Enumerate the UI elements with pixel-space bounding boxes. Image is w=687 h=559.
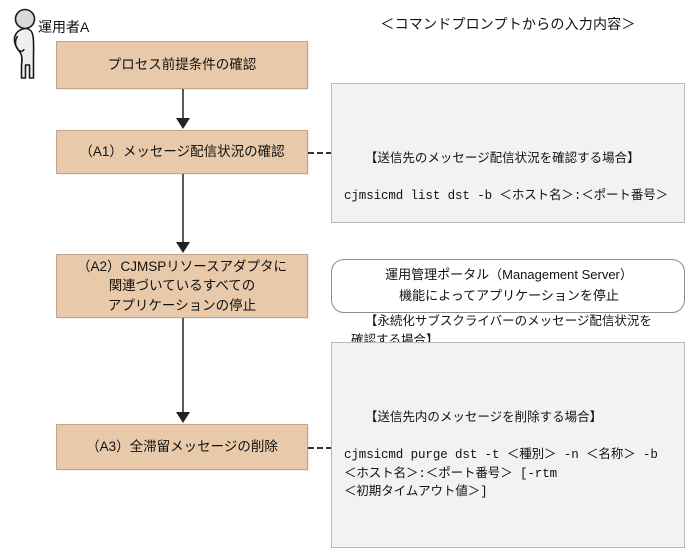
process-box-label: （A2）CJMSPリソースアダプタに 関連づいているすべての アプリケーションの… (76, 258, 288, 313)
note-segment: 【送信先のメッセージ配信状況を確認する場合】 cjmsicmd list dst… (344, 131, 674, 244)
connector-arrow-3 (176, 412, 190, 423)
note-text: 運用管理ポータル（Management Server） 機能によってアプリケーシ… (385, 267, 633, 303)
dashed-connector-a3 (308, 447, 332, 449)
process-box-a3[interactable]: （A3）全滞留メッセージの削除 (56, 424, 308, 470)
process-box-a2[interactable]: （A2）CJMSPリソースアダプタに 関連づいているすべての アプリケーションの… (56, 254, 308, 318)
process-box-label: （A3）全滞留メッセージの削除 (86, 439, 278, 455)
process-box-a1[interactable]: （A1）メッセージ配信状況の確認 (56, 130, 308, 174)
note-box-a2: 運用管理ポータル（Management Server） 機能によってアプリケーシ… (331, 259, 685, 313)
note-heading: 【送信先のメッセージ配信状況を確認する場合】 (364, 151, 640, 166)
note-command: cjmsicmd purge dst -t ＜種別＞ -n ＜名称＞ -b ＜ホ… (344, 447, 658, 500)
actor-label: 運用者A (38, 19, 90, 35)
connector-arrow-1 (176, 118, 190, 129)
note-segment: 【送信先内のメッセージを削除する場合】 cjmsicmd purge dst -… (344, 390, 674, 540)
note-command: cjmsicmd list dst -b ＜ホスト名＞:＜ポート番号＞ (344, 188, 669, 203)
process-box-precondition[interactable]: プロセス前提条件の確認 (56, 41, 308, 89)
process-box-label: プロセス前提条件の確認 (107, 57, 257, 73)
connector-line-3 (182, 318, 184, 413)
note-heading: 【送信先内のメッセージを削除する場合】 (364, 410, 603, 425)
note-box-a1: 【送信先のメッセージ配信状況を確認する場合】 cjmsicmd list dst… (331, 83, 685, 403)
connector-line-1 (182, 89, 184, 119)
process-box-label: （A1）メッセージ配信状況の確認 (79, 144, 285, 160)
connector-line-2 (182, 174, 184, 243)
dashed-connector-a1 (308, 152, 332, 154)
note-box-a3: 【送信先内のメッセージを削除する場合】 cjmsicmd purge dst -… (331, 342, 685, 548)
connector-arrow-2 (176, 242, 190, 253)
person-standing-icon (4, 8, 48, 84)
column-header-command-prompt: ＜コマンドプロンプトからの入力内容＞ (380, 16, 636, 32)
